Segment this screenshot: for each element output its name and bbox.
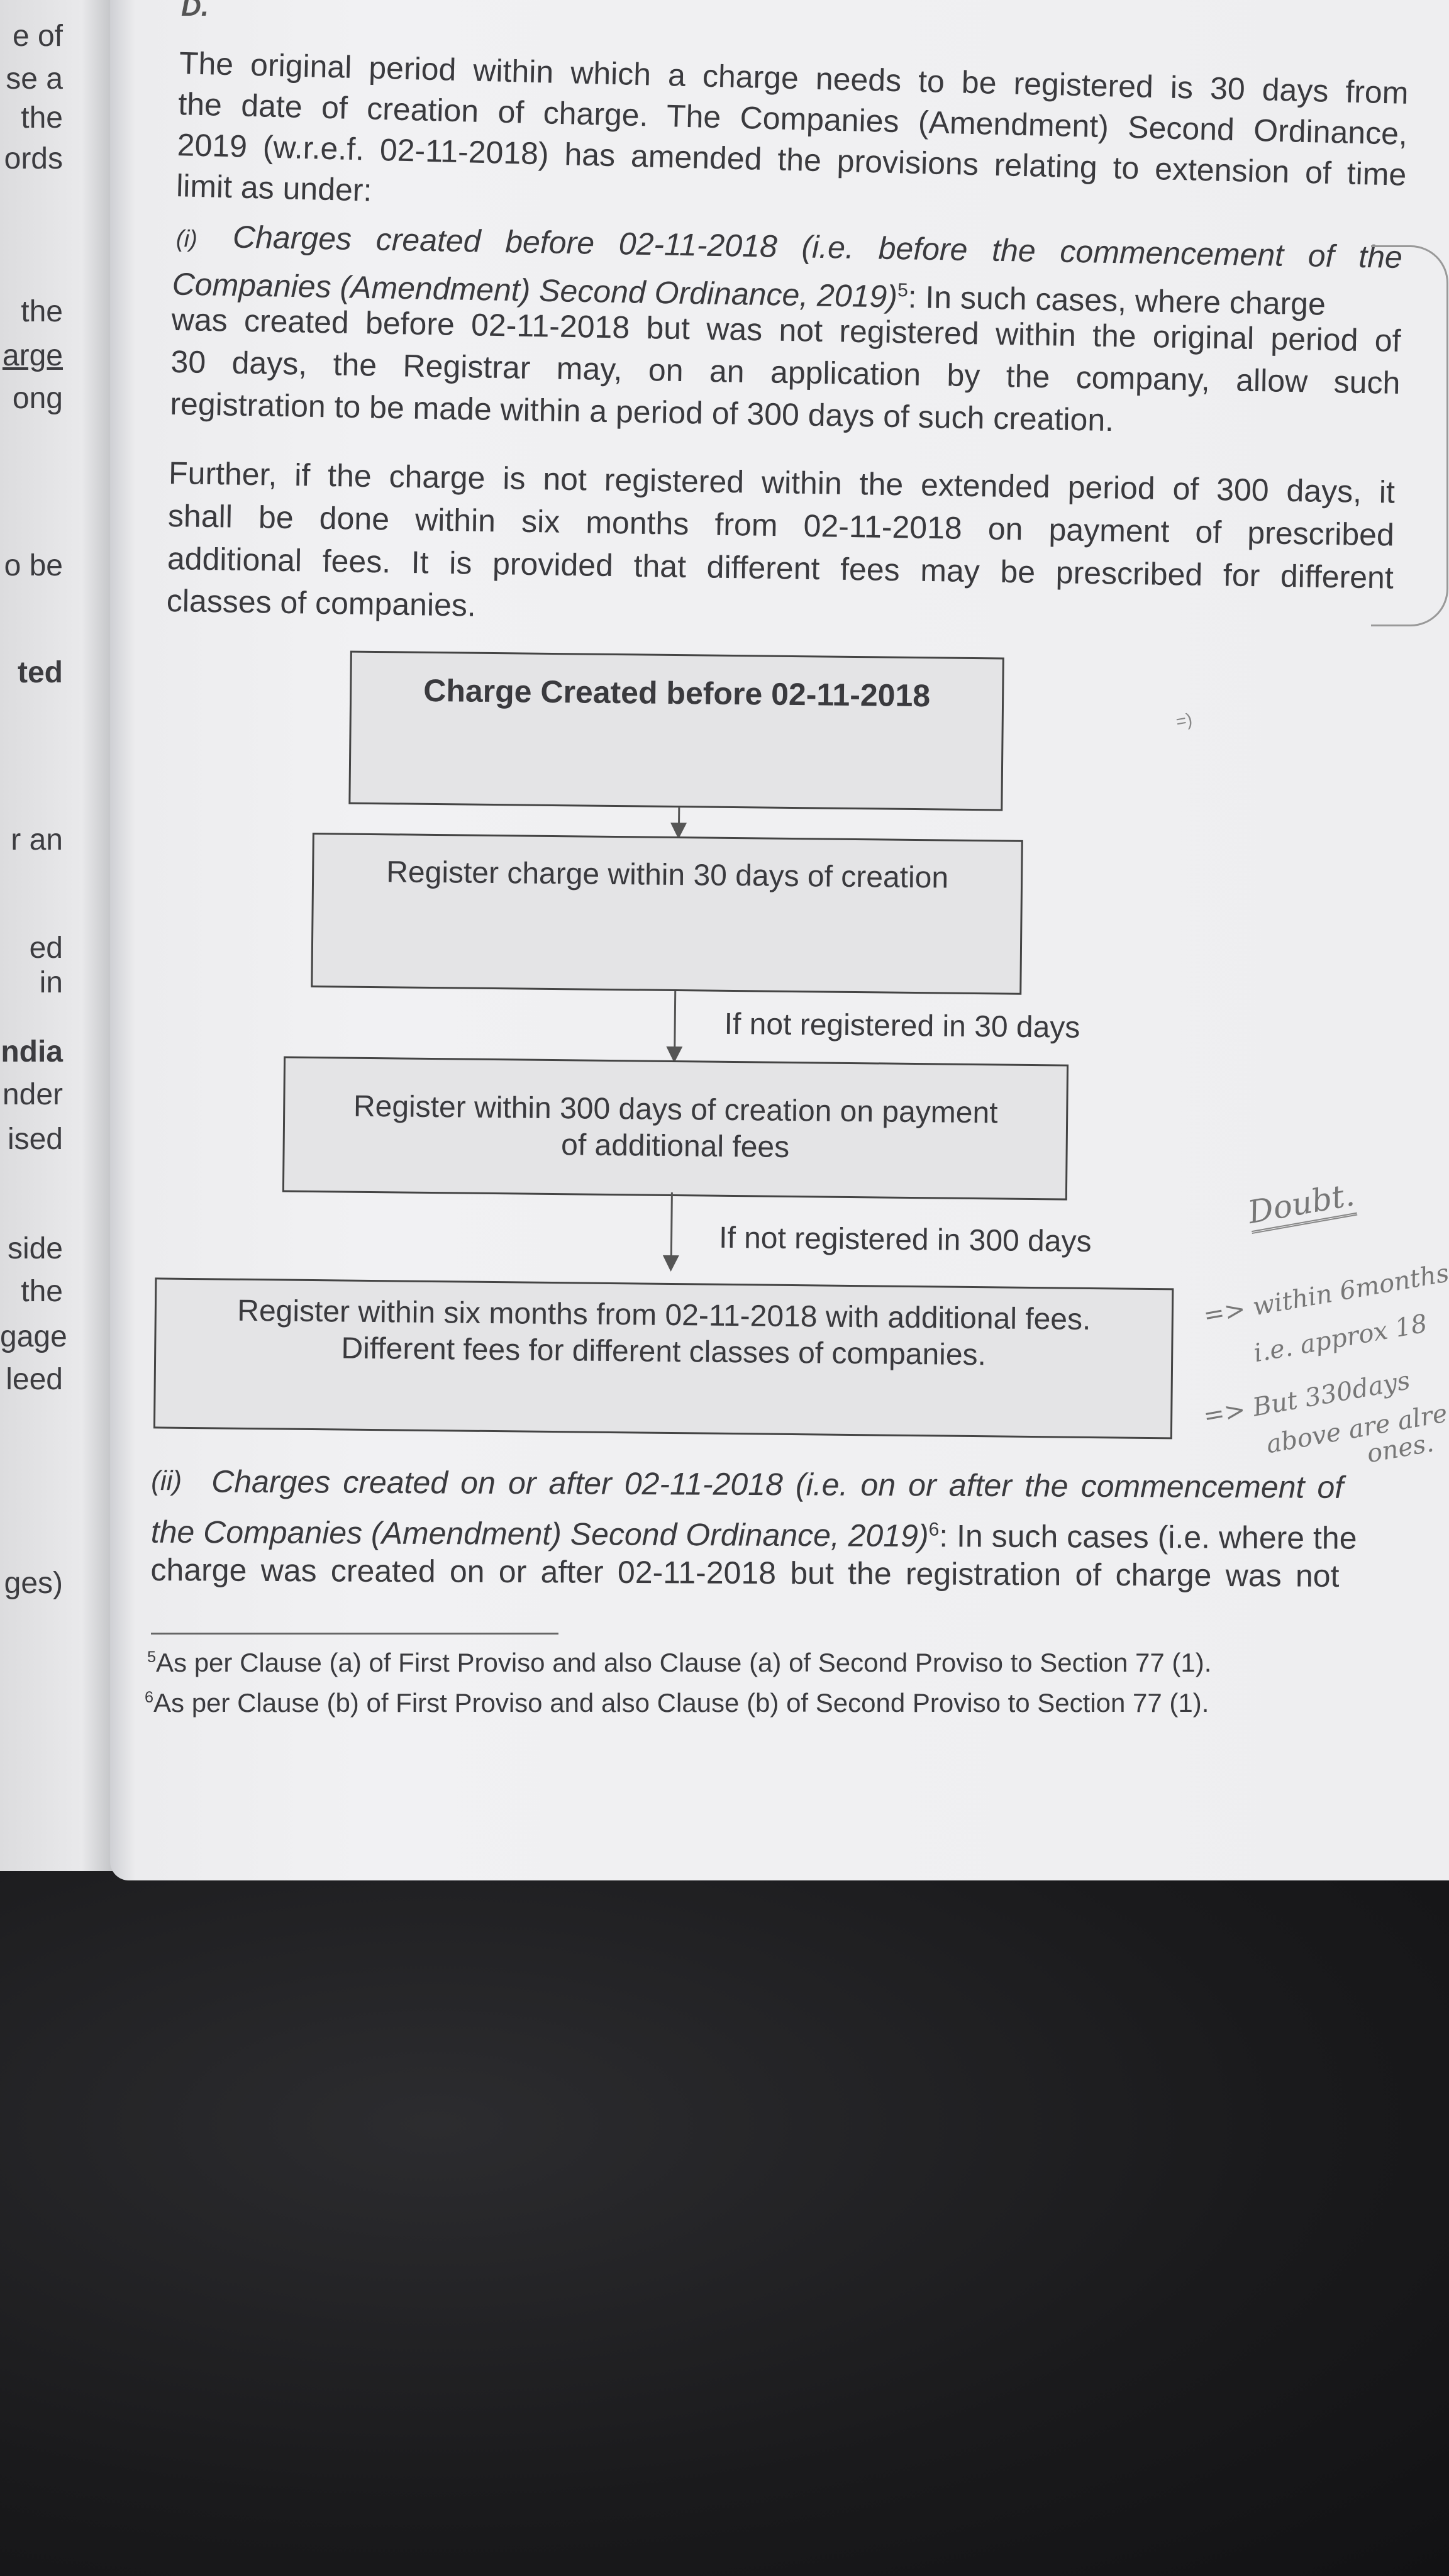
left-fragment: se a	[6, 62, 63, 96]
clause-line: charge was created on or after 02-11-201…	[150, 1552, 1340, 1594]
flow-condition-30-days: If not registered in 30 days	[724, 1007, 1080, 1045]
footnote-ref: 5	[897, 280, 909, 301]
left-fragment: ted	[18, 656, 63, 689]
flow-box-charge-created: Charge Created before 02-11-2018	[348, 650, 1004, 811]
left-fragment: ords	[4, 142, 63, 175]
flow-box-register-30-days: Register charge within 30 days of creati…	[311, 832, 1023, 995]
pencil-bracket	[1371, 245, 1448, 626]
clause-heading: Charges created on or after 02-11-2018 (…	[211, 1463, 1344, 1505]
pencil-mark: =)	[1174, 709, 1194, 732]
clause-marker: (i)	[175, 226, 198, 253]
box-line: Different fees for different classes of …	[341, 1331, 987, 1372]
clause-heading-line: the Companies (Amendment) Second Ordinan…	[150, 1507, 1357, 1557]
footnote-divider	[151, 1633, 558, 1635]
left-fragment: ndia	[1, 1035, 63, 1069]
left-fragment: gage	[0, 1320, 67, 1353]
box-line: of additional fees	[560, 1128, 790, 1164]
footnote-number: 5	[147, 1648, 157, 1666]
footnote-text: As per Clause (b) of First Proviso and a…	[153, 1688, 1209, 1718]
clause-marker: (ii)	[151, 1465, 182, 1497]
left-fragment: the	[21, 1275, 63, 1308]
clause-heading-cont: the Companies (Amendment) Second Ordinan…	[150, 1514, 929, 1554]
flow-arrow	[677, 808, 680, 837]
flow-box-register-six-months: Register within six months from 02-11-20…	[153, 1277, 1174, 1440]
left-fragment: e of	[12, 19, 63, 53]
left-fragment: ed in	[29, 931, 63, 999]
flow-condition-300-days: If not registered in 300 days	[718, 1221, 1092, 1258]
left-fragment: ong	[12, 382, 63, 415]
flow-arrow	[670, 1192, 673, 1270]
left-fragment: leed	[6, 1363, 63, 1396]
box-line: Register within 300 days of creation on …	[353, 1089, 998, 1130]
left-page-edge: e of se a the ords the arge ong o be ted…	[0, 0, 116, 1871]
footnote-number: 6	[145, 1689, 154, 1706]
left-fragment: side	[7, 1232, 63, 1265]
flow-arrow	[674, 991, 677, 1061]
flow-box-register-300-days: Register within 300 days of creation on …	[282, 1056, 1069, 1201]
left-fragment: arge	[2, 339, 63, 372]
left-fragment: the	[21, 101, 63, 135]
left-fragment: ges)	[4, 1567, 63, 1600]
footnote: 5As per Clause (a) of First Proviso and …	[147, 1648, 1211, 1678]
left-fragment: r an	[11, 823, 63, 857]
footnote: 6As per Clause (b) of First Proviso and …	[145, 1688, 1209, 1718]
clause-text: : In such cases (i.e. where the	[939, 1518, 1357, 1556]
left-fragment: the	[21, 295, 63, 328]
footnote-text: As per Clause (a) of First Proviso and a…	[156, 1648, 1212, 1677]
further-line: classes of companies.	[166, 582, 477, 623]
intro-line: limit as under:	[175, 168, 373, 208]
section-marker: D.	[181, 0, 209, 22]
left-fragment: o be	[4, 549, 63, 582]
left-fragment: ised	[7, 1123, 63, 1156]
dark-fabric-background	[0, 1824, 1449, 2576]
left-fragment: nder	[2, 1078, 63, 1111]
footnote-ref: 6	[928, 1519, 940, 1540]
